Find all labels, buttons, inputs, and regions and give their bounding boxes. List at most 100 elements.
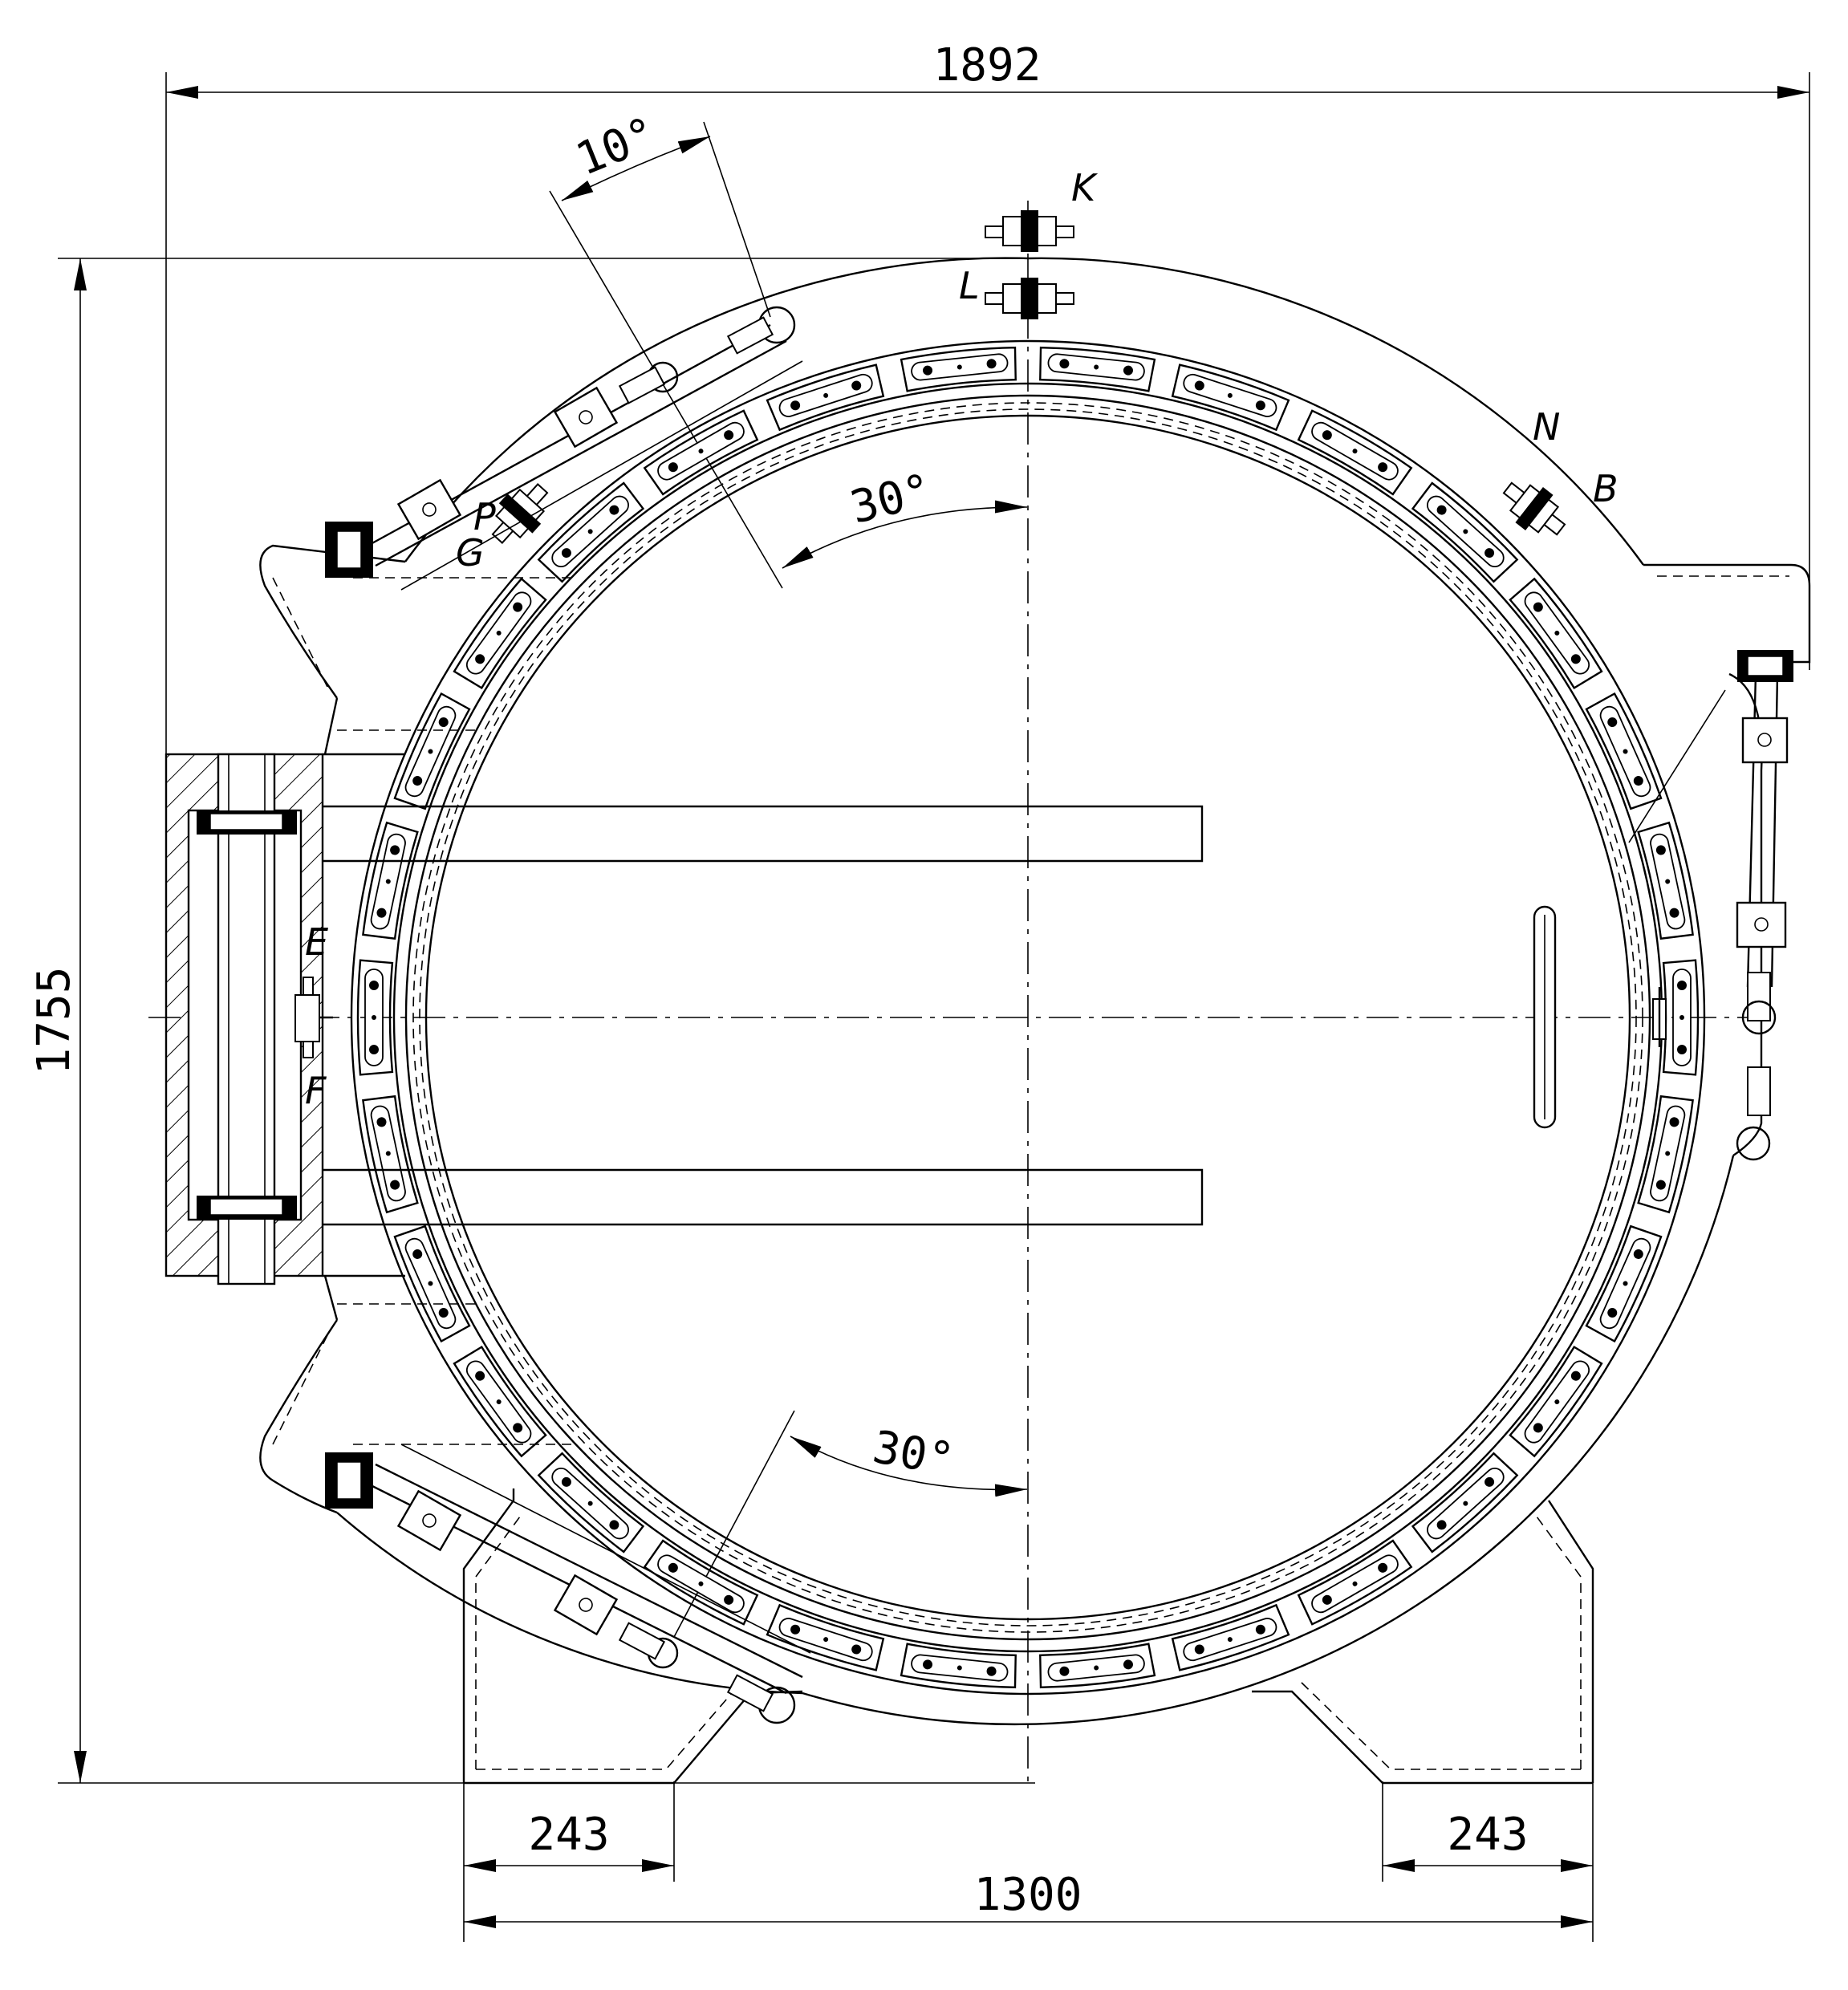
- chain-segment: [1585, 692, 1663, 810]
- chain-pin: [609, 1520, 619, 1530]
- label-g: G: [456, 531, 485, 575]
- bore-hidden-1: [412, 402, 1643, 1633]
- chain-segment: [1039, 1643, 1156, 1689]
- chain-pin: [1123, 1659, 1133, 1670]
- chain-pin: [1378, 462, 1388, 473]
- chain-pin: [1123, 365, 1133, 376]
- base-frame: [462, 1488, 1594, 1785]
- pinion-l: [985, 278, 1074, 319]
- chain-pin: [790, 1624, 801, 1635]
- chain-segment: [1585, 1224, 1663, 1343]
- rings: [350, 339, 1706, 1696]
- chain-pin: [1322, 1594, 1332, 1605]
- chain-pin: [1484, 548, 1495, 558]
- chain-pin: [1463, 529, 1468, 534]
- chain-pin: [1227, 392, 1233, 398]
- chain-segment: [1039, 346, 1156, 392]
- lower-left-linkage: [325, 1444, 811, 1724]
- chain-pin: [1607, 1308, 1618, 1318]
- pinion-k: [985, 210, 1074, 252]
- chain-pin: [1059, 359, 1070, 369]
- chain-pin: [1679, 1015, 1684, 1020]
- chain-pin: [376, 1117, 387, 1127]
- dim-243-right-label: 243: [1447, 1809, 1528, 1861]
- dimension-base-width: 243 243 1300: [463, 1765, 1594, 1942]
- chain-segment: [537, 1452, 645, 1553]
- chain-pin: [1352, 449, 1358, 454]
- bore-outer: [404, 394, 1651, 1641]
- chain-segment: [643, 409, 759, 496]
- chain-segment: [900, 1643, 1017, 1689]
- chain-pin: [369, 1045, 379, 1054]
- chain-pin: [923, 365, 933, 376]
- chain-segment: [362, 821, 419, 940]
- angle-30-upper-label: 30°: [846, 464, 937, 534]
- label-n: N: [1533, 405, 1560, 449]
- chain-segment: [453, 577, 547, 690]
- dim-243-left-label: 243: [528, 1809, 609, 1861]
- chain-pin: [609, 505, 619, 515]
- chain-segment: [1662, 959, 1700, 1076]
- chain-pin: [385, 1151, 391, 1156]
- chain-pin: [412, 1249, 423, 1259]
- chain-segment: [643, 1539, 759, 1626]
- gear-nb: [1502, 481, 1566, 536]
- chain-pin: [1194, 1644, 1204, 1655]
- dim-1755-label: 1755: [28, 967, 80, 1075]
- label-e: E: [305, 920, 328, 964]
- chain-pin: [587, 529, 593, 534]
- chain-pin: [1570, 1371, 1581, 1381]
- chain-pin: [438, 1308, 449, 1318]
- chain-pin: [1623, 1281, 1628, 1286]
- chain-pin: [390, 1180, 400, 1190]
- chain-pin: [1665, 879, 1671, 884]
- chain-pin: [1633, 776, 1643, 786]
- chain-pin: [1484, 1476, 1495, 1487]
- segment-ring: [356, 346, 1700, 1689]
- dim-1892-label: 1892: [933, 39, 1042, 91]
- chain-segment: [393, 1224, 471, 1343]
- chain-pin: [1533, 1423, 1543, 1433]
- chain-segment: [537, 481, 645, 583]
- chain-segment: [1509, 577, 1603, 690]
- chain-pin: [561, 548, 571, 558]
- bolt-ef: [294, 977, 333, 1058]
- chain-segment: [362, 1094, 419, 1214]
- chain-pin: [385, 879, 391, 884]
- chain-segment: [1171, 363, 1290, 432]
- chain-pin: [698, 449, 704, 454]
- chain-segment: [1411, 481, 1519, 583]
- chain-pin: [587, 1501, 593, 1506]
- chain-pin: [1554, 1399, 1560, 1405]
- chain-segment: [356, 959, 394, 1076]
- chain-segment: [393, 692, 471, 810]
- chain-pin: [1554, 630, 1560, 636]
- chain-pin: [851, 1644, 862, 1655]
- chain-segment: [900, 346, 1017, 392]
- chain-pin: [1255, 400, 1265, 411]
- chain-pin: [986, 1666, 997, 1676]
- chain-pin: [513, 1423, 523, 1433]
- chain-pin: [496, 1399, 502, 1405]
- chain-pin: [923, 1659, 933, 1670]
- chain-pin: [1322, 430, 1332, 441]
- chain-pin: [561, 1476, 571, 1487]
- chain-segment: [766, 363, 885, 432]
- chain-pin: [1669, 908, 1679, 918]
- guide-bars: [323, 805, 1204, 1226]
- chain-pin: [1352, 1581, 1358, 1586]
- left-clamp-block: [164, 753, 405, 1285]
- chain-pin: [1094, 1665, 1099, 1671]
- chain-pin: [956, 1665, 962, 1671]
- chain-segment: [1509, 1345, 1603, 1458]
- chain-pin: [790, 400, 801, 411]
- chain-pin: [1677, 981, 1687, 990]
- right-linkage: [1628, 650, 1793, 1161]
- chain-segment: [1297, 409, 1413, 496]
- chain-pin: [1194, 380, 1204, 391]
- right-slot: [1533, 905, 1557, 1129]
- chain-pin: [1463, 1501, 1468, 1506]
- chain-pin: [513, 602, 523, 612]
- chain-segment: [766, 1603, 885, 1671]
